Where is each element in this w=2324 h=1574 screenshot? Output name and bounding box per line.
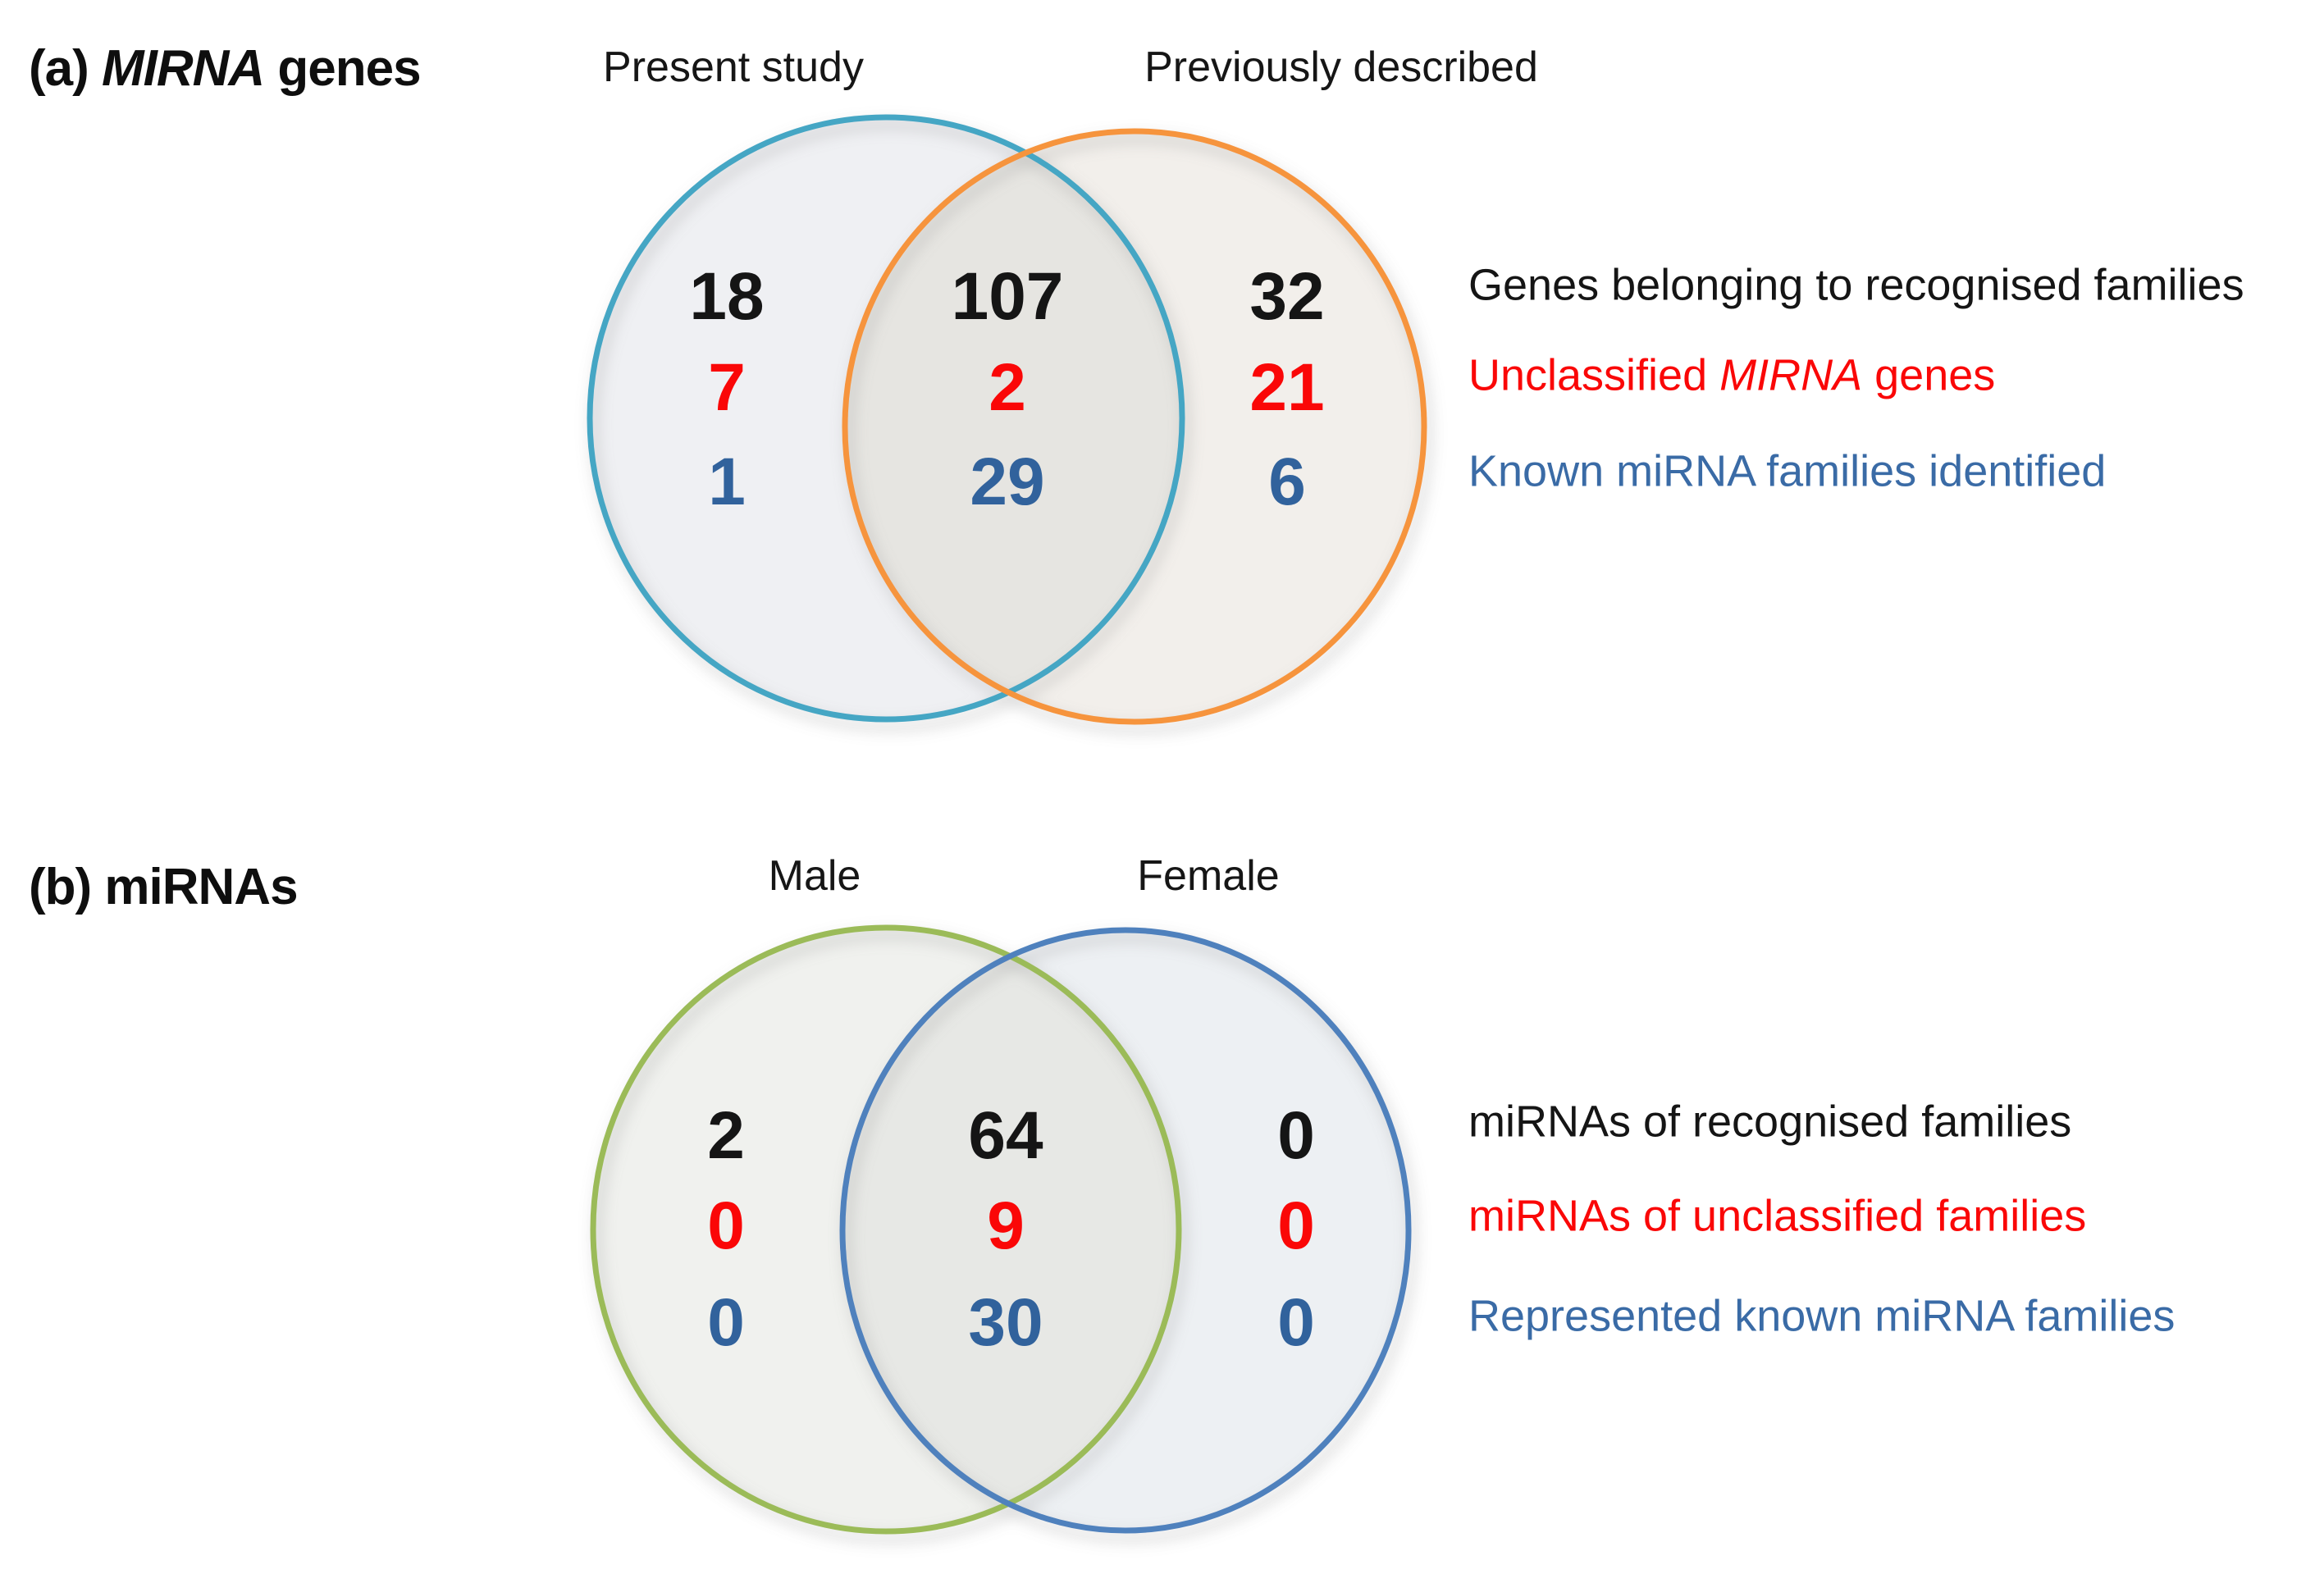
venn-a-left-circle-outline bbox=[587, 114, 1185, 723]
panel-a-title-suffix: genes bbox=[264, 40, 421, 97]
venn-b-right-circle-outline bbox=[839, 927, 1412, 1534]
panel-b-title-suffix: miRNAs bbox=[104, 859, 298, 915]
panel-b-title: (b) miRNAs bbox=[29, 858, 299, 916]
legend-a-unclassified-italic: MIRNA bbox=[1719, 350, 1863, 400]
venn-b-overlap-fill bbox=[842, 930, 1179, 1531]
count-a-left-recognised: 18 bbox=[689, 259, 765, 334]
count-b-left-known: 0 bbox=[707, 1285, 745, 1360]
legend-b-known: Represented known miRNA families bbox=[1468, 1291, 2176, 1341]
legend-a-unclassified: Unclassified MIRNA genes bbox=[1468, 351, 1995, 399]
count-b-right-recognised: 0 bbox=[1277, 1098, 1315, 1173]
venn-a-overlap-fill bbox=[845, 131, 1182, 719]
count-a-overlap-known: 29 bbox=[970, 445, 1045, 519]
count-b-overlap-recognised: 64 bbox=[968, 1098, 1043, 1173]
venn-diagram-b bbox=[590, 924, 1412, 1535]
panel-a-title: (a) MIRNA genes bbox=[29, 39, 422, 98]
count-a-left-known: 1 bbox=[708, 445, 746, 519]
legend-a-unclassified-suffix: genes bbox=[1862, 350, 1996, 400]
count-a-right-recognised: 32 bbox=[1249, 259, 1325, 334]
legend-a-recognised: Genes belonging to recognised families bbox=[1468, 260, 2244, 310]
panel-a-left-circle-label: Present study bbox=[603, 43, 864, 91]
count-b-overlap-unclassified: 9 bbox=[987, 1188, 1025, 1263]
panel-b-left-circle-label: Male bbox=[768, 852, 861, 900]
venn-a-right-circle-outline bbox=[842, 128, 1427, 725]
legend-a-known: Known miRNA families identified bbox=[1468, 446, 2107, 496]
panel-b-title-prefix: (b) bbox=[29, 859, 105, 915]
panel-b-right-circle-label: Female bbox=[1137, 852, 1280, 900]
count-a-right-known: 6 bbox=[1268, 445, 1306, 519]
panel-a-title-italic: MIRNA bbox=[102, 40, 265, 97]
venn-diagram-a bbox=[587, 114, 1427, 725]
count-b-right-unclassified: 0 bbox=[1277, 1188, 1315, 1263]
panel-a-title-prefix: (a) bbox=[29, 40, 102, 97]
count-a-left-unclassified: 7 bbox=[708, 350, 746, 425]
count-a-right-unclassified: 21 bbox=[1249, 350, 1325, 425]
legend-b-unclassified: miRNAs of unclassified families bbox=[1468, 1191, 2087, 1241]
legend-a-unclassified-prefix: Unclassified bbox=[1468, 350, 1720, 400]
count-b-left-recognised: 2 bbox=[707, 1098, 745, 1173]
count-b-left-unclassified: 0 bbox=[707, 1188, 745, 1263]
venn-b-left-circle-outline bbox=[590, 924, 1182, 1535]
panel-a-right-circle-label: Previously described bbox=[1144, 43, 1538, 91]
legend-b-recognised: miRNAs of recognised families bbox=[1468, 1097, 2072, 1147]
count-b-right-known: 0 bbox=[1277, 1285, 1315, 1360]
count-b-overlap-known: 30 bbox=[968, 1285, 1043, 1360]
count-a-overlap-recognised: 107 bbox=[951, 259, 1064, 334]
count-a-overlap-unclassified: 2 bbox=[988, 350, 1026, 425]
